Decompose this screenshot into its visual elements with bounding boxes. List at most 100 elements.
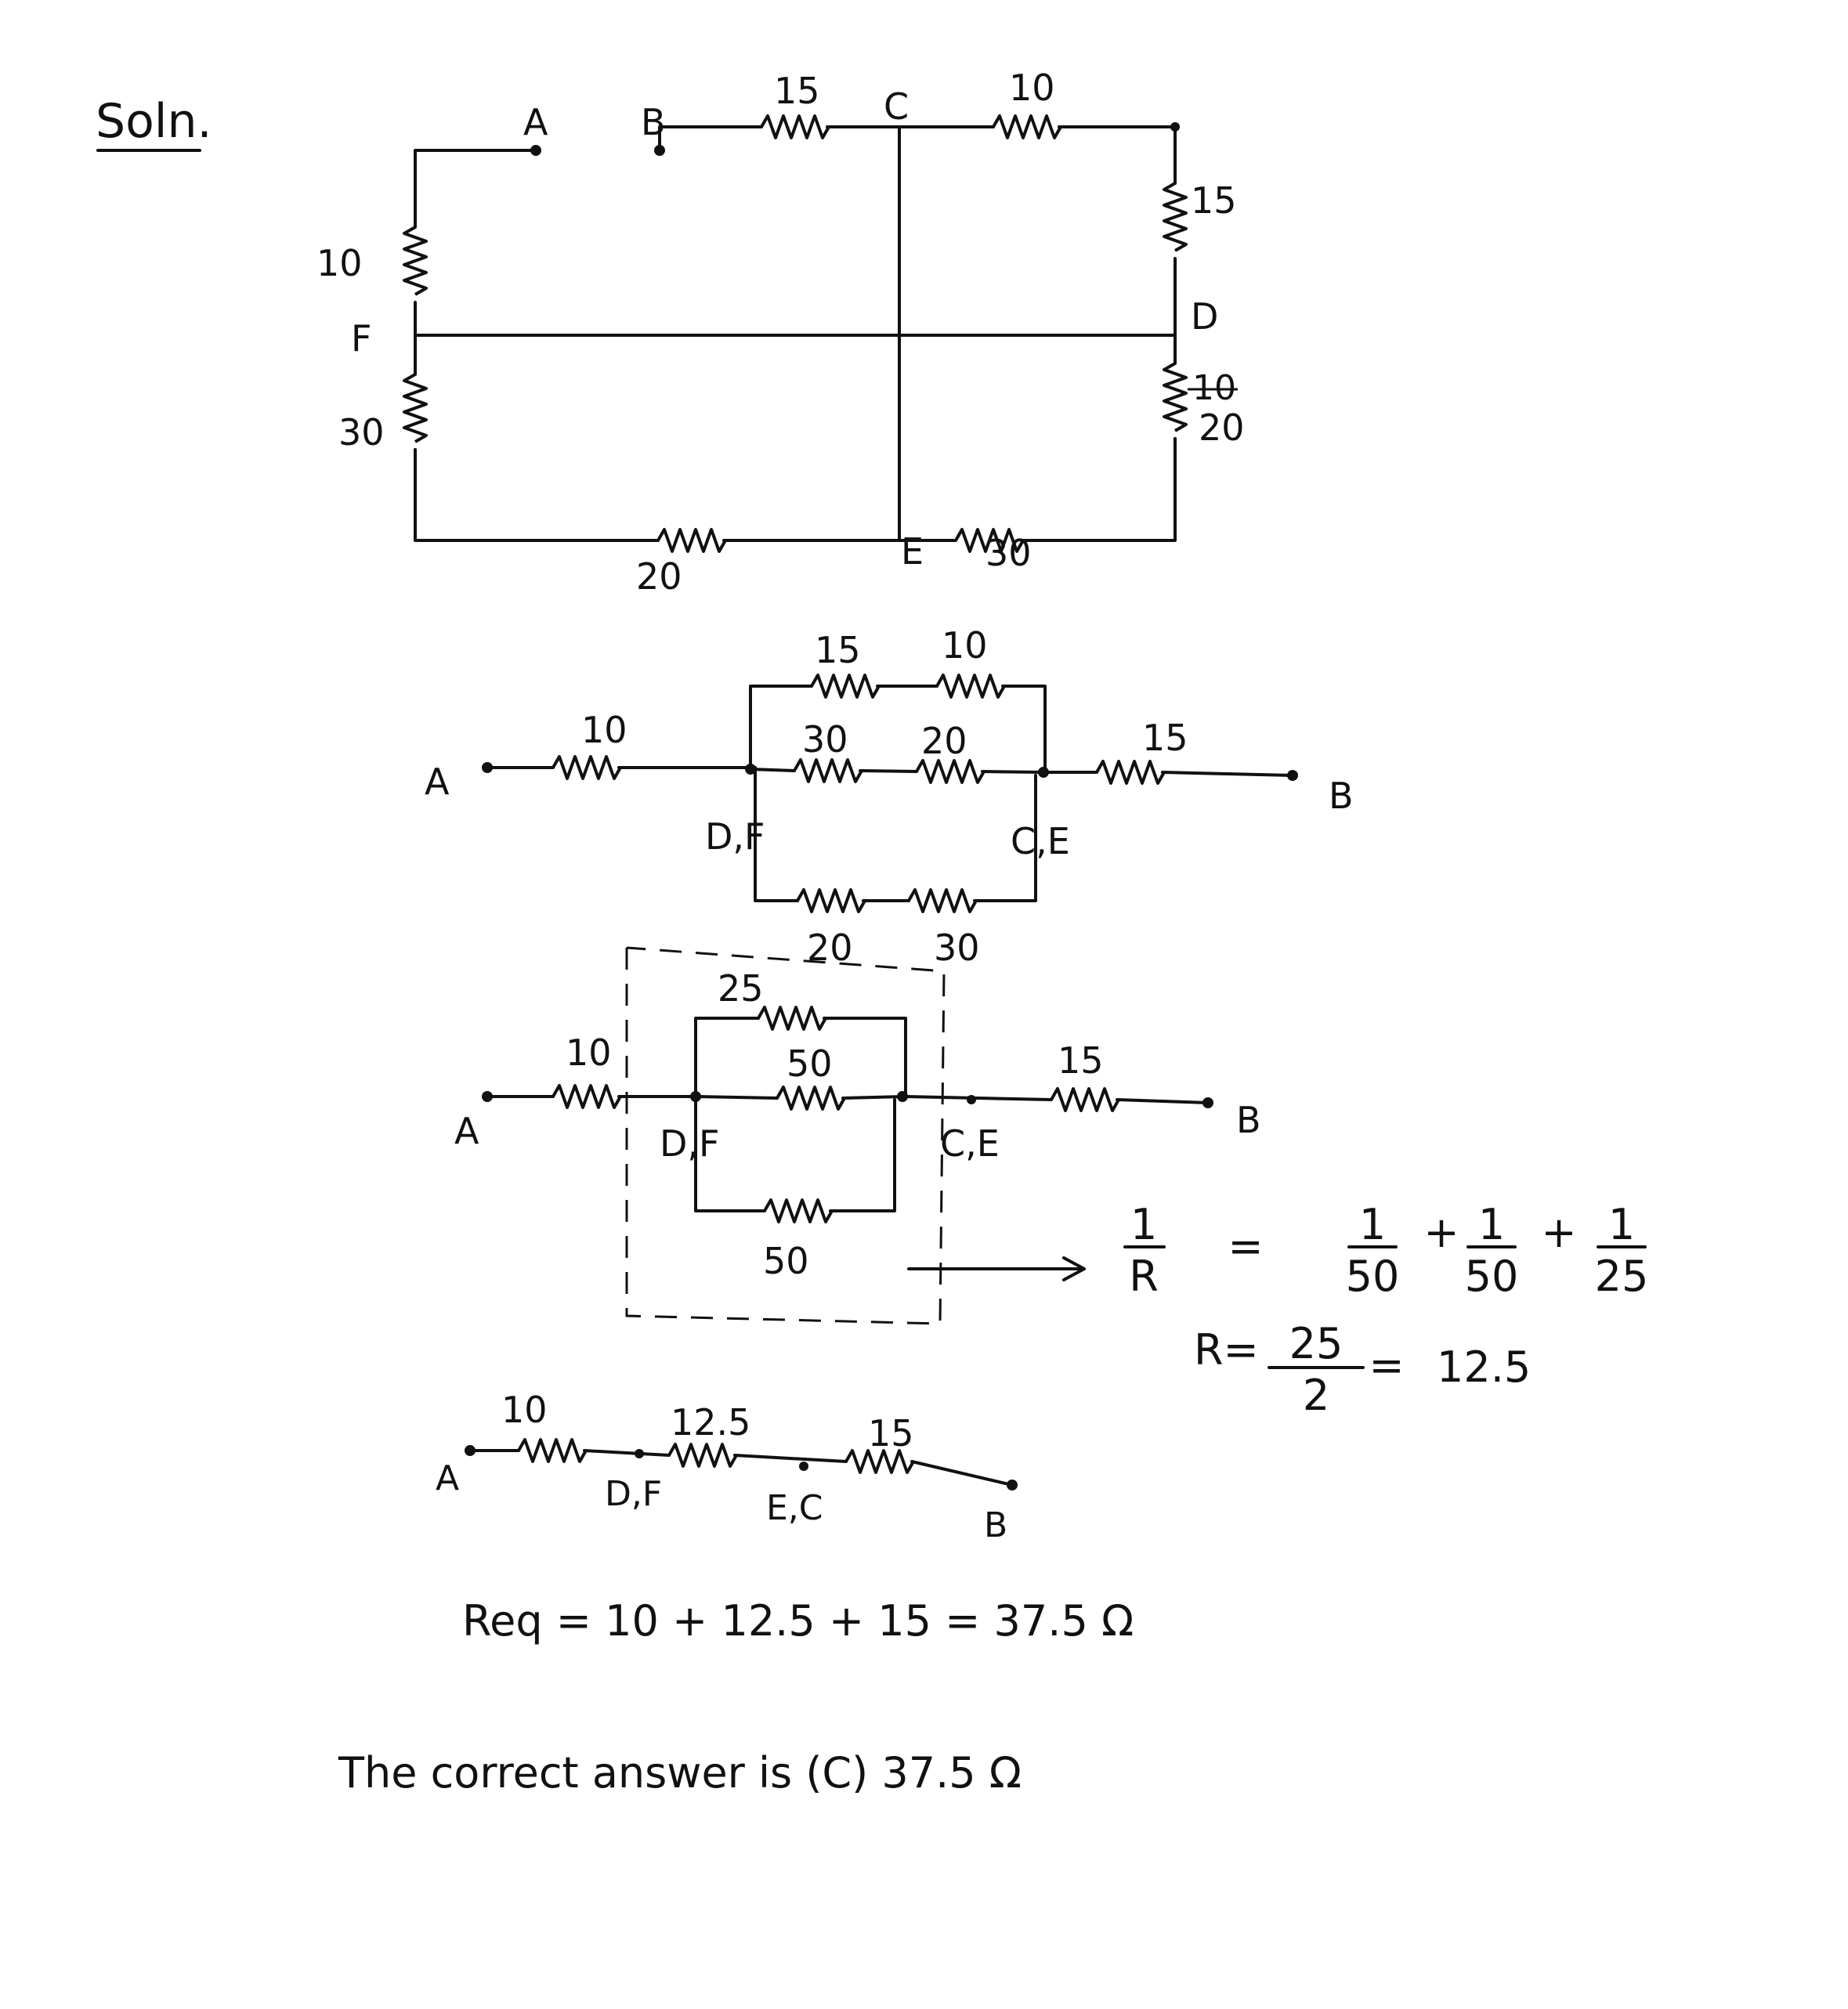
value-left-top: 10 <box>316 242 363 284</box>
plus-sign-2: + <box>1541 1208 1576 1257</box>
plus-sign-1: + <box>1423 1208 1459 1257</box>
value-bot: 50 <box>763 1240 809 1282</box>
wire-left-bottom <box>414 448 660 542</box>
wire-right-top <box>1058 125 1177 185</box>
value-r1: 10 <box>501 1389 548 1431</box>
resistor-a-series <box>552 1084 622 1109</box>
wire-b <box>1161 771 1294 777</box>
node-f-label: F <box>351 317 371 360</box>
wire-bottom-left <box>754 766 799 902</box>
wire-bottom-left <box>694 1095 766 1212</box>
resistor-bot <box>763 1198 834 1223</box>
node-e-label: E <box>901 530 924 573</box>
wire-top-left <box>694 1017 760 1098</box>
resistor-top-1 <box>810 674 881 699</box>
junction-dot <box>967 1095 976 1104</box>
node-a-label: A <box>436 1458 459 1498</box>
node-a-label: A <box>523 101 548 143</box>
value-r2: 12.5 <box>671 1401 750 1444</box>
term1-denominator: 50 <box>1346 1252 1400 1301</box>
node-b-label: B <box>641 101 666 143</box>
node-df-dot <box>635 1449 644 1458</box>
terminal-b-dot <box>654 145 665 156</box>
terminal-b-dot <box>1287 770 1298 781</box>
resistor-c-right <box>992 114 1062 139</box>
value-mid-1: 30 <box>802 718 848 761</box>
node-df-dot <box>745 764 756 775</box>
term1-numerator: 1 <box>1359 1200 1386 1249</box>
node-b-label: B <box>1329 775 1354 817</box>
terminal-b-dot <box>1202 1097 1213 1108</box>
resistor-right-top <box>1163 182 1188 252</box>
resistor-bottom-left <box>656 528 727 553</box>
value-top-1: 15 <box>815 629 861 671</box>
node-df-label: D,F <box>705 815 765 858</box>
r-label: R= <box>1194 1325 1259 1375</box>
wire-bottom-right <box>1020 437 1177 542</box>
lhs-numerator: 1 <box>1130 1200 1157 1249</box>
node-ce-dot <box>1038 767 1049 778</box>
node-b-label: B <box>984 1505 1007 1545</box>
value-top-2: 10 <box>942 624 988 667</box>
wire-b <box>910 1460 1014 1487</box>
resistor-mid-2 <box>915 759 985 784</box>
resistor-bottom-right <box>954 528 1025 553</box>
arrow-to-calc <box>907 1256 1086 1281</box>
resistor-bot-1 <box>796 888 866 913</box>
terminal-a-dot <box>482 762 493 773</box>
lhs-denominator: R <box>1129 1252 1159 1301</box>
terminal-a-dot <box>465 1445 476 1456</box>
value-right-top: 15 <box>1191 179 1237 222</box>
terminal-a-dot <box>482 1091 493 1102</box>
node-a-label: A <box>454 1110 479 1152</box>
wire-b <box>1116 1098 1210 1104</box>
value-b-series: 15 <box>1058 1039 1104 1082</box>
resistor-b-series <box>1095 760 1166 785</box>
solution-heading: Soln. <box>96 94 212 149</box>
wire-2-3 <box>733 1454 848 1463</box>
parallel-resistance-calc: 1 R = 1 50 + 1 50 + 1 25 R= 25 2 = 12.5 <box>1123 1200 1648 1420</box>
resistor-a-series <box>552 755 622 780</box>
value-left-bottom: 30 <box>338 411 385 453</box>
node-c-label: C <box>884 85 909 128</box>
circuit-3-reduced: A B D,F C,E 10 25 50 50 15 <box>454 946 1261 1325</box>
r-numerator: 25 <box>1289 1319 1344 1368</box>
wire-top-left <box>749 685 813 769</box>
value-top: 25 <box>718 967 764 1010</box>
resistor-b-c <box>760 114 830 139</box>
value-a-series: 10 <box>566 1032 612 1074</box>
term3-numerator: 1 <box>1608 1200 1635 1249</box>
value-mid-2: 20 <box>921 720 967 762</box>
resistor-bot-2 <box>907 888 978 913</box>
value-mid: 50 <box>787 1042 833 1085</box>
wire-top-right <box>823 1017 907 1098</box>
node-b-label: B <box>1236 1099 1261 1141</box>
value-c-right: 10 <box>1009 67 1055 109</box>
term2-numerator: 1 <box>1478 1200 1505 1249</box>
corner-dot <box>1170 122 1180 132</box>
node-df-label: D,F <box>660 1122 720 1165</box>
resistor-mid <box>776 1086 846 1111</box>
value-bottom-left: 20 <box>636 555 682 598</box>
wire-ce-b <box>904 1095 1053 1101</box>
wire-b <box>658 125 763 152</box>
circuit-1-original: A B C D E F 15 10 15 10 20 30 20 10 30 <box>316 67 1245 598</box>
wire-mid-b <box>981 770 1047 774</box>
value-a-series: 10 <box>581 709 627 751</box>
answer-line: The correct answer is (C) 37.5 Ω <box>338 1748 1022 1798</box>
node-df-dot <box>690 1091 701 1102</box>
value-r3: 15 <box>868 1412 914 1454</box>
terminal-a-dot <box>530 145 541 156</box>
wire-a-left <box>414 149 537 229</box>
r-result: 12.5 <box>1437 1342 1531 1392</box>
value-right-bottom: 20 <box>1199 406 1245 449</box>
resistor-top-2 <box>935 674 1006 699</box>
circuit-2-redrawn: A B D,F C,E 10 15 10 30 20 20 30 15 <box>425 624 1354 969</box>
value-b-c: 15 <box>774 70 820 112</box>
equals-sign: = <box>1228 1222 1263 1271</box>
resistor-left-top <box>403 226 428 296</box>
wire-bottom-right <box>973 774 1037 902</box>
resistor-3 <box>844 1449 915 1474</box>
node-ce-label: C,E <box>1011 820 1070 862</box>
